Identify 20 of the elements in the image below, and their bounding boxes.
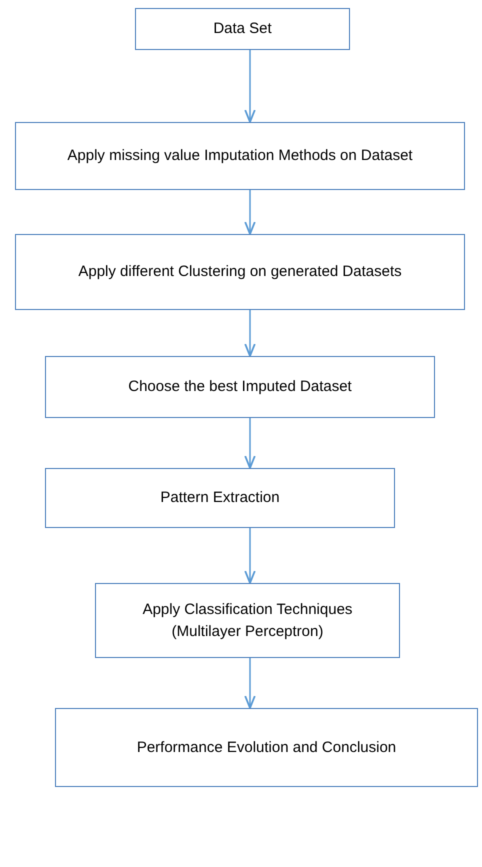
process-box xyxy=(15,122,465,190)
arrow xyxy=(244,190,256,235)
arrow xyxy=(244,310,256,357)
box-text: Apply Classification Techniques (Multilayer Perceptron) xyxy=(142,600,354,642)
process-box xyxy=(95,583,400,658)
process-box xyxy=(135,8,350,50)
arrow xyxy=(244,418,256,469)
box-text: Data Set xyxy=(213,19,272,40)
arrow xyxy=(244,658,256,709)
process-box xyxy=(45,356,435,418)
box-text: Apply different Clustering on generated Datasets xyxy=(78,262,402,282)
process-box xyxy=(45,468,395,528)
arrow xyxy=(244,50,256,123)
arrow xyxy=(244,528,256,584)
box-text: Choose the best Imputed Dataset xyxy=(128,377,352,398)
box-text: Pattern Extraction xyxy=(160,488,280,508)
box-text: Apply missing value Imputation Methods on Dataset xyxy=(67,146,413,166)
box-text: Performance Evolution and Conclusion xyxy=(136,738,396,758)
process-box xyxy=(15,234,465,310)
process-box xyxy=(55,708,478,787)
